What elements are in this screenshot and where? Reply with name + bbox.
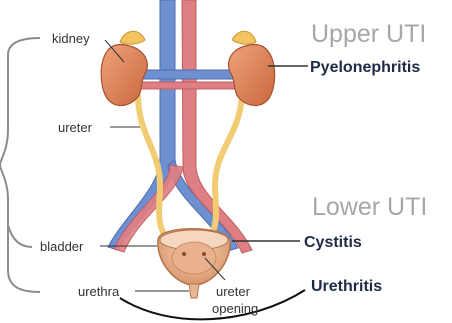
pyelonephritis-label: Pyelonephritis — [310, 59, 420, 76]
ureter-opening-label-line2: opening — [212, 301, 258, 316]
urethritis-label: Urethritis — [311, 278, 382, 295]
ureter-opening-left — [182, 252, 186, 256]
urethra-tube — [189, 284, 199, 298]
right-adrenal-gland — [232, 31, 256, 44]
urethra-label: urethra — [78, 284, 120, 299]
right-kidney — [229, 45, 275, 106]
bladder-label: bladder — [40, 239, 84, 254]
grouping-bracket — [0, 38, 40, 292]
bladder-bracket-curve — [8, 225, 32, 247]
left-adrenal-gland — [120, 31, 145, 44]
ureter-opening-right — [202, 252, 206, 256]
cystitis-label: Cystitis — [304, 234, 362, 251]
bladder-inner — [172, 242, 216, 274]
ureter-opening-label-line1: ureter — [216, 284, 251, 299]
upper-uti-heading: Upper UTI — [311, 20, 426, 48]
lower-uti-heading: Lower UTI — [312, 193, 427, 221]
renal-artery — [132, 82, 240, 89]
kidney-label: kidney — [52, 31, 90, 46]
ureter-label: ureter — [58, 120, 93, 135]
